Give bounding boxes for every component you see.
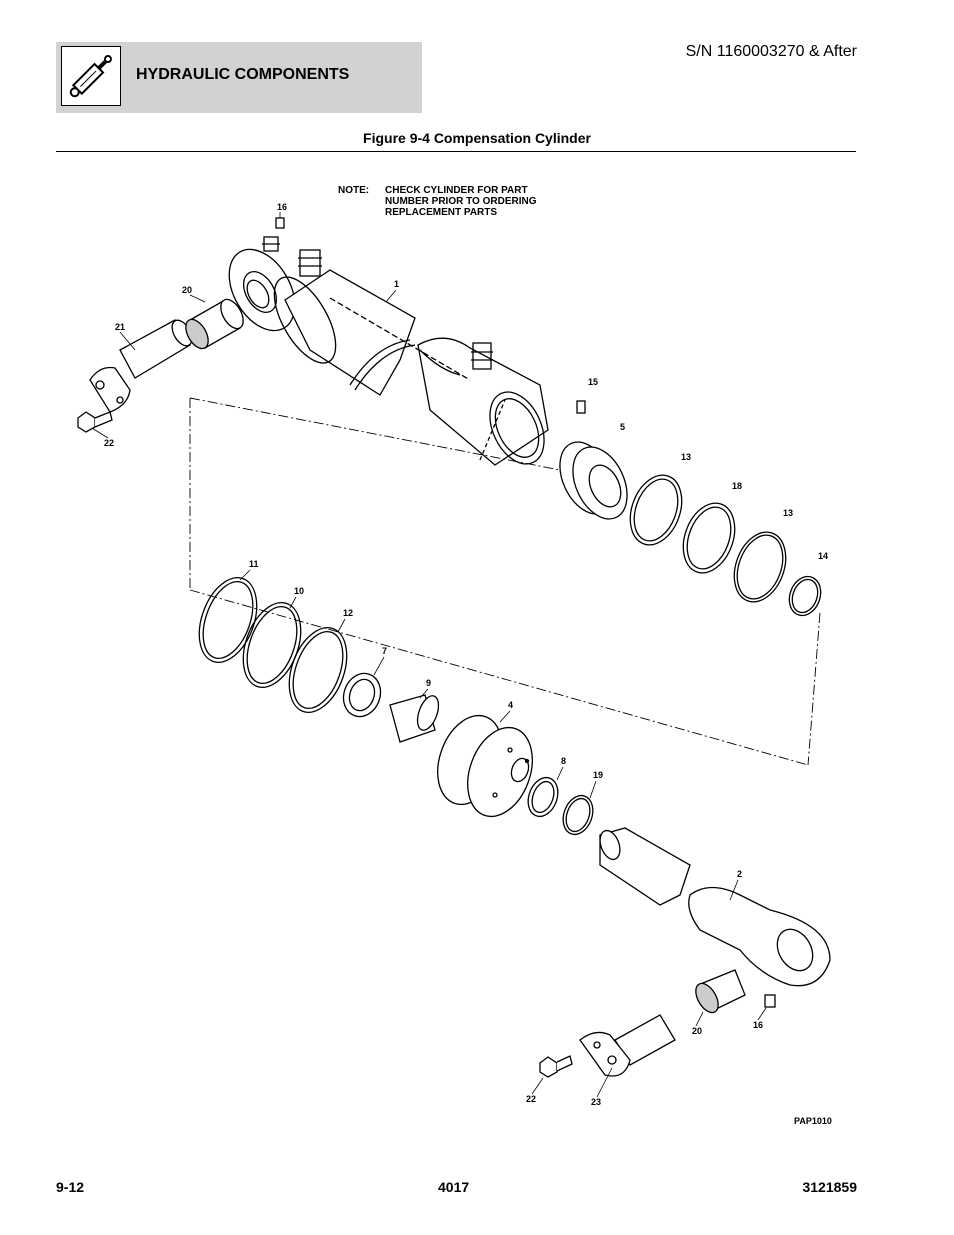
note-line-1: CHECK CYLINDER FOR PART [385, 185, 528, 196]
section-title: HYDRAULIC COMPONENTS [136, 66, 350, 83]
pin-21 [89, 319, 193, 413]
bushing-20 [185, 298, 244, 350]
callout-8: 8 [561, 756, 566, 766]
serial-number: S/N 1160003270 & After [685, 43, 857, 60]
callout-labels: 16 20 21 1 22 15 5 13 18 13 14 11 10 12 … [104, 202, 828, 1107]
page-number: 9-12 [56, 1179, 85, 1195]
seal-rings-upper [629, 474, 822, 617]
callout-22b: 22 [526, 1094, 536, 1104]
bolt-22-lower [539, 1055, 573, 1078]
cylinder-barrel [228, 236, 549, 466]
callout-5: 5 [620, 422, 625, 432]
hydraulic-cylinder-icon [61, 46, 121, 106]
manual-number: 3121859 [802, 1179, 857, 1195]
callout-9: 9 [426, 678, 431, 688]
callout-12: 12 [343, 608, 353, 618]
rod-2 [599, 827, 831, 987]
note-label: NOTE: [338, 185, 369, 196]
model-number: 4017 [438, 1179, 470, 1195]
callout-18: 18 [732, 481, 742, 491]
callout-10: 10 [294, 586, 304, 596]
callout-2: 2 [737, 869, 742, 879]
figure-title: Figure 9-4 Compensation Cylinder [363, 130, 591, 146]
callout-19: 19 [593, 770, 603, 780]
head-5 [559, 400, 628, 520]
callout-16b: 16 [753, 1020, 763, 1030]
callout-11: 11 [249, 559, 259, 569]
bushing-20-lower [695, 969, 746, 1014]
seal-rings-lower [198, 577, 382, 718]
leader-lines [91, 212, 767, 1098]
note-line-2: NUMBER PRIOR TO ORDERING [385, 196, 537, 207]
header-divider [56, 151, 856, 152]
piston-4 [437, 714, 533, 818]
callout-20b: 20 [692, 1026, 702, 1036]
callout-21: 21 [115, 322, 125, 332]
callout-23: 23 [591, 1097, 601, 1107]
callout-14: 14 [818, 551, 828, 561]
callout-4: 4 [508, 700, 513, 710]
callout-15: 15 [588, 377, 598, 387]
callout-13: 13 [681, 452, 691, 462]
callout-7: 7 [382, 646, 387, 656]
assembly-envelope [189, 397, 821, 766]
drawing-id: PAP1010 [794, 1116, 832, 1126]
pin-23 [579, 1014, 676, 1077]
wear-rings-lower [527, 776, 594, 836]
bolt-22 [77, 411, 113, 433]
callout-20: 20 [182, 285, 192, 295]
callout-22: 22 [104, 438, 114, 448]
note-line-3: REPLACEMENT PARTS [385, 207, 497, 218]
callout-13b: 13 [783, 508, 793, 518]
callout-1: 1 [394, 279, 399, 289]
callout-16: 16 [277, 202, 287, 212]
spacer-9 [389, 694, 440, 743]
